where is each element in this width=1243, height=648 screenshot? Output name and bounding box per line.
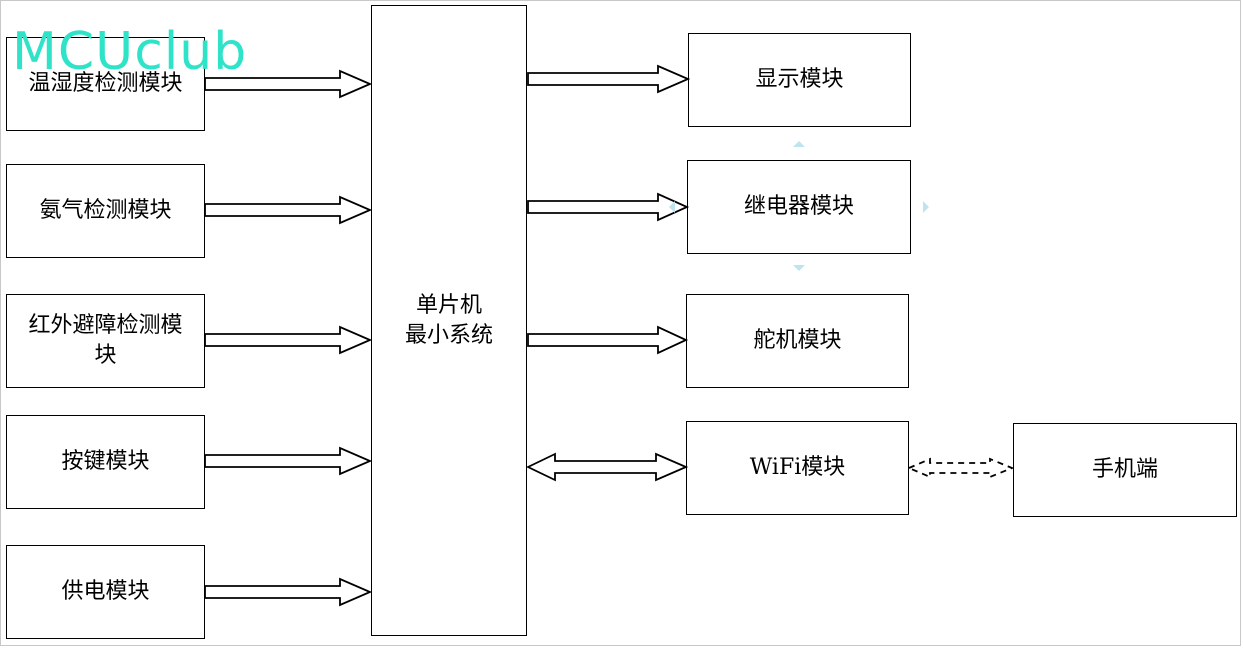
mcu-label-line2: 最小系统 bbox=[404, 322, 493, 348]
arrow-ammonia-to-mcu bbox=[204, 195, 373, 225]
ir-obstacle-label-line2: 块 bbox=[94, 343, 117, 368]
phone-terminal: 手机端 bbox=[1013, 423, 1237, 517]
selection-marker-left bbox=[669, 201, 675, 213]
mcuclub-watermark: MCUclub bbox=[12, 22, 248, 82]
display-label: 显示模块 bbox=[755, 67, 844, 92]
display-module: 显示模块 bbox=[688, 33, 911, 127]
ir-obstacle-label-line1: 红外避障检测模 bbox=[28, 313, 183, 338]
relay-label: 继电器模块 bbox=[743, 194, 854, 219]
ammonia-module: 氨气检测模块 bbox=[6, 164, 205, 258]
ir-obstacle-module: 红外避障检测模 块 bbox=[6, 294, 205, 388]
arrow-power-to-mcu bbox=[204, 577, 373, 607]
arrow-keys-to-mcu bbox=[204, 446, 373, 476]
selection-marker-bottom bbox=[793, 265, 805, 271]
mcu-minimum-system: 单片机 最小系统 bbox=[371, 5, 527, 636]
arrow-ir-to-mcu bbox=[204, 325, 373, 355]
temp-humidity-module: 温湿度检测模块 bbox=[6, 37, 205, 131]
servo-module: 舵机模块 bbox=[686, 294, 909, 388]
arrow-mcu-to-servo bbox=[527, 325, 689, 355]
keys-label: 按键模块 bbox=[61, 449, 150, 474]
ammonia-label: 氨气检测模块 bbox=[39, 198, 172, 223]
arrow-wifi-phone-dashed bbox=[906, 457, 1015, 479]
arrow-mcu-to-relay bbox=[527, 192, 690, 222]
keys-module: 按键模块 bbox=[6, 415, 205, 509]
temp-humidity-label: 温湿度检测模块 bbox=[28, 71, 183, 96]
wifi-label: WiFi模块 bbox=[749, 455, 846, 480]
mcu-label-line1: 单片机 bbox=[415, 292, 482, 318]
selection-marker-right bbox=[923, 201, 929, 213]
arrow-temp-to-mcu bbox=[204, 69, 373, 99]
relay-module: 继电器模块 bbox=[687, 160, 911, 254]
arrow-mcu-wifi-bidirectional bbox=[525, 452, 689, 482]
phone-label: 手机端 bbox=[1091, 457, 1158, 482]
selection-marker-top bbox=[793, 141, 805, 147]
wifi-module: WiFi模块 bbox=[686, 421, 909, 515]
power-module: 供电模块 bbox=[6, 545, 205, 639]
arrow-mcu-to-display bbox=[527, 64, 691, 94]
power-label: 供电模块 bbox=[61, 579, 150, 604]
servo-label: 舵机模块 bbox=[753, 328, 842, 353]
